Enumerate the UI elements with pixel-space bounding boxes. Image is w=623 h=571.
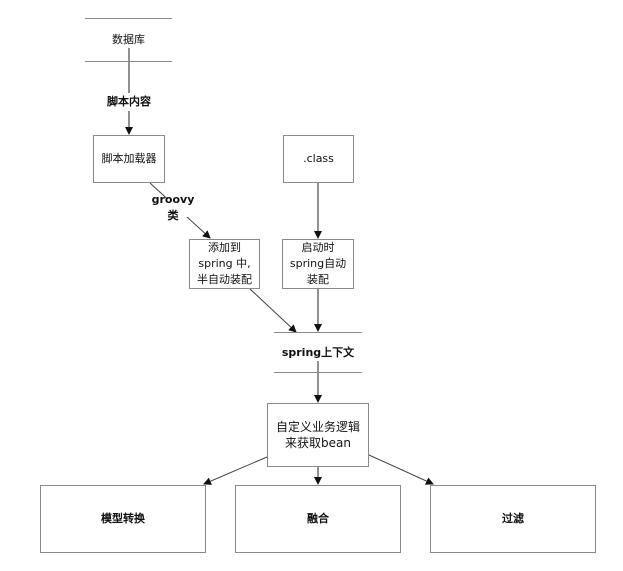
- edge-add-to-spring-to-context: [249, 288, 297, 333]
- node-model-convert: 模型转换: [40, 485, 206, 553]
- edge-logic-to-filter: [368, 454, 434, 485]
- edge-label-groovy-class: groovy类: [146, 193, 200, 222]
- node-spring-context: spring上下文: [274, 332, 362, 373]
- node-database: 数据库: [85, 18, 172, 62]
- node-filter: 过滤: [430, 485, 596, 553]
- node-script-loader: 脚本加载器: [93, 135, 165, 183]
- node-database-label: 数据库: [112, 32, 145, 48]
- node-startup-autowire: 启动时 spring自动 装配: [282, 239, 354, 289]
- node-class-file: .class: [283, 135, 354, 183]
- node-add-to-spring: 添加到 spring 中, 半自动装配: [189, 239, 260, 289]
- edge-label-script-content: 脚本内容: [100, 93, 158, 111]
- edge-logic-to-model-convert: [203, 456, 268, 485]
- node-merge: 融合: [235, 485, 401, 553]
- node-custom-logic: 自定义业务逻辑 来获取bean: [267, 403, 369, 467]
